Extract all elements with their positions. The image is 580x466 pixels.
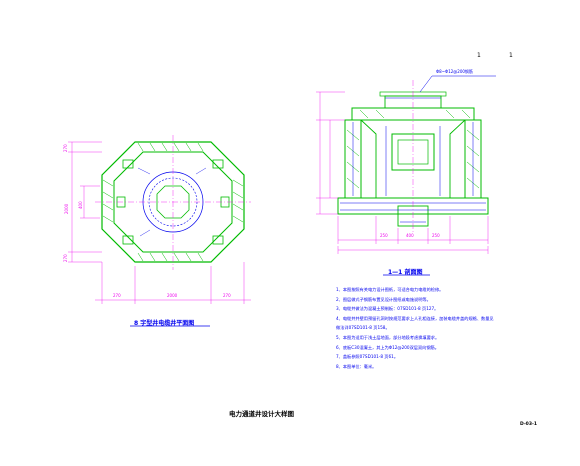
section-dim-left [316,91,345,215]
drawing-title: 电力通道井设计大样图 [229,410,294,418]
note-item: 做法详07SD101-8 页158。 [336,325,390,331]
plan-dim-bottom [95,262,251,304]
section-caption: 1—1 剖面图 [388,269,423,276]
section-view [316,75,496,254]
corner-mark-right: 1 [509,52,513,59]
plan-wall-hatch [102,142,244,262]
plan-dim-left-mid: 2000 [64,203,69,214]
section-leader-line [419,75,496,93]
note-item: 2、图层做式子钢筋布置见设计图纸或电施说明等。 [336,296,431,302]
note-item: 7、盖板参照07SD101-8 页61。 [336,354,399,360]
plan-caption: 8 字型井电缆井平面图 [134,320,195,327]
section-dim-bottom-mid: 400 [406,233,414,238]
plan-center-octagon [156,185,190,219]
drawing-number: D-03-1 [520,422,537,427]
note-item: 1、本图按照有关电力设计图纸，可适合电力电缆的检修。 [336,287,444,292]
plan-dim-left [68,141,102,263]
plan-dim-inner: 400 [78,201,83,209]
note-item: 4、电缆井井壁用预留孔洞时按规范要求上人孔相连接，加装电缆井盖的规格、数量见 [336,315,494,321]
plan-leaders [137,167,207,237]
note-item: 3、电缆井做法为混凝土预制板：07SD101-8 页127。 [336,306,439,312]
notes-block: 1、本图按照有关电力设计图纸，可适合电力电缆的检修。 2、图层做式子钢筋布置见设… [336,285,536,371]
plan-dim-bottom-left: 270 [113,293,121,298]
plan-dim-left-bottom: 270 [63,254,68,262]
plan-view [68,135,251,304]
note-item: 8、本图单位：毫米。 [336,363,377,369]
note-item: 6、底板C30混凝土，其上为Φ12@200双层双向钢筋。 [336,344,439,350]
plan-dim-left-top: 270 [63,144,68,152]
section-dim-bottom-right: 250 [432,233,440,238]
section-leader-label: Φ8~Φ12@200钢筋 [436,69,473,74]
plan-outer-wall [101,141,245,263]
section-dim-bottom [337,216,489,254]
plan-dim-bottom-right: 270 [223,293,231,298]
section-dim-bottom-left: 250 [380,233,388,238]
note-item: 5、本图为适用于浅土层地面，部分地段考虑换填要求。 [336,334,440,340]
corner-mark-left: 1 [477,52,481,59]
plan-dim-bottom-mid: 2000 [167,293,178,298]
